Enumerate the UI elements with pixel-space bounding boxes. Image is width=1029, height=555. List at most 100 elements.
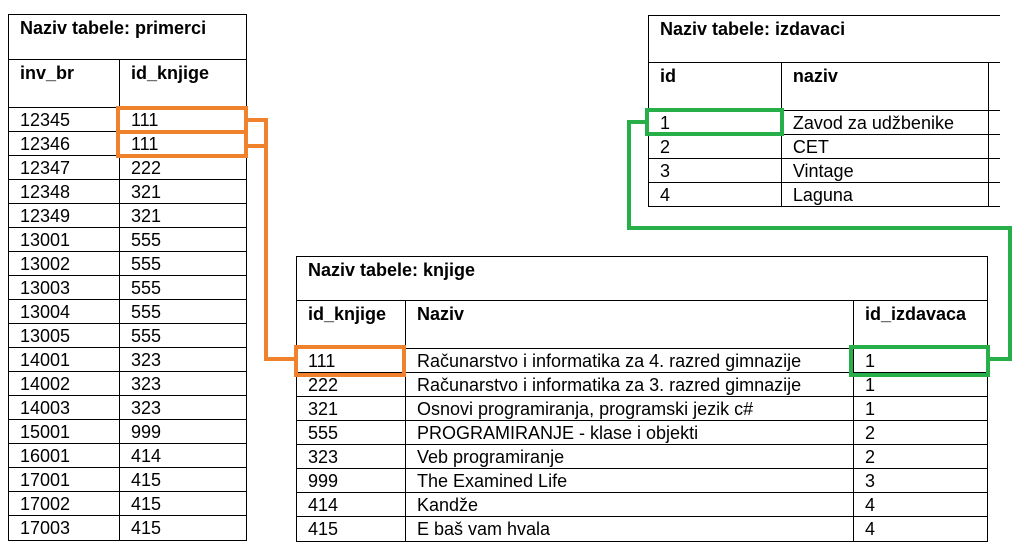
cell-id-izdavaca: 1 xyxy=(853,373,987,396)
cell-naziv: CET xyxy=(780,135,988,158)
cell-id-knjige: 999 xyxy=(308,470,339,491)
table-row: 14001 323 xyxy=(9,348,246,372)
column-header-naziv: Naziv xyxy=(405,301,853,348)
cell-id-knjige: 555 xyxy=(308,422,339,443)
cell-id-knjige: 111 xyxy=(119,132,246,155)
cell-id-izdavaca: 4 xyxy=(853,517,987,541)
cell-id-knjige: 415 xyxy=(308,519,339,539)
cell-id-izdavaca: 2 xyxy=(853,421,987,444)
table-row: 12345 111 xyxy=(9,108,246,132)
column-header-inv-br: inv_br xyxy=(20,63,75,83)
cell-id-izdavaca: 1 xyxy=(853,397,987,420)
cell-id-knjige: 414 xyxy=(308,494,339,515)
header-row: inv_br id_knjige xyxy=(9,60,246,108)
cell-inv-br: 12345 xyxy=(20,109,71,130)
cell-id-izdavaca: 1 xyxy=(853,349,987,372)
cell-id-knjige: 415 xyxy=(119,468,246,491)
column-header-id-knjige: id_knjige xyxy=(308,304,387,324)
cell-id-knjige: 323 xyxy=(119,348,246,371)
table-title: Naziv tabele: izdavaci xyxy=(649,16,1000,63)
column-header-naziv: naziv xyxy=(780,63,988,110)
cell-naziv: Laguna xyxy=(780,183,988,207)
cell-extra xyxy=(988,135,1000,158)
cell-id-knjige: 999 xyxy=(119,420,246,443)
cell-inv-br: 17001 xyxy=(20,469,71,490)
cell-id-knjige: 555 xyxy=(119,324,246,347)
cell-id-knjige: 321 xyxy=(119,180,246,203)
connector-primerci-to-knjige xyxy=(246,118,296,361)
cell-naziv: PROGRAMIRANJE - klase i objekti xyxy=(405,421,853,444)
cell-naziv: Veb programiranje xyxy=(405,445,853,468)
header-row: id_knjige Naziv id_izdavaca xyxy=(297,301,987,349)
cell-inv-br: 14003 xyxy=(20,397,71,418)
table-row: 13003 555 xyxy=(9,276,246,300)
cell-inv-br: 16001 xyxy=(20,445,71,466)
table-knjige: Naziv tabele: knjige id_knjige Naziv id_… xyxy=(296,256,988,542)
table-row: 15001 999 xyxy=(9,420,246,444)
cell-id-knjige: 414 xyxy=(119,444,246,467)
table-row: 4 Laguna xyxy=(649,183,1000,207)
cell-inv-br: 12347 xyxy=(20,157,71,178)
cell-inv-br: 12348 xyxy=(20,181,71,202)
cell-extra xyxy=(988,159,1000,182)
cell-inv-br: 12349 xyxy=(20,205,71,226)
cell-id-knjige: 222 xyxy=(308,374,339,395)
cell-id: 2 xyxy=(660,136,671,157)
cell-naziv: E baš vam hvala xyxy=(405,517,853,541)
cell-id-knjige: 323 xyxy=(119,372,246,395)
table-primerci: Naziv tabele: primerci inv_br id_knjige … xyxy=(8,14,247,541)
cell-id-knjige: 415 xyxy=(119,492,246,515)
cell-inv-br: 15001 xyxy=(20,421,71,442)
cell-id: 3 xyxy=(660,160,671,181)
table-row: 16001 414 xyxy=(9,444,246,468)
cell-id-izdavaca: 3 xyxy=(853,469,987,492)
column-header-id: id xyxy=(660,66,676,86)
cell-inv-br: 12346 xyxy=(20,133,71,154)
cell-naziv: The Examined Life xyxy=(405,469,853,492)
table-row: 13005 555 xyxy=(9,324,246,348)
table-row: 12346 111 xyxy=(9,132,246,156)
table-row: 13002 555 xyxy=(9,252,246,276)
cell-id-knjige: 415 xyxy=(119,516,246,540)
cell-inv-br: 13005 xyxy=(20,325,71,346)
header-row: id naziv xyxy=(649,63,1000,111)
table-row: 12348 321 xyxy=(9,180,246,204)
cell-naziv: Kandže xyxy=(405,493,853,516)
table-row: 2 CET xyxy=(649,135,1000,159)
cell-inv-br: 13003 xyxy=(20,277,71,298)
cell-inv-br: 14001 xyxy=(20,349,71,370)
table-title: Naziv tabele: primerci xyxy=(9,15,246,60)
cell-id-knjige: 111 xyxy=(119,108,246,131)
cell-id-knjige: 321 xyxy=(308,398,339,419)
table-row: 13001 555 xyxy=(9,228,246,252)
cell-id-knjige: 555 xyxy=(119,228,246,251)
column-header-id-izdavaca: id_izdavaca xyxy=(853,301,987,348)
cell-id-knjige: 555 xyxy=(119,300,246,323)
cell-id-izdavaca: 4 xyxy=(853,493,987,516)
cell-id-knjige: 323 xyxy=(119,396,246,419)
cell-naziv: Računarstvo i informatika za 4. razred g… xyxy=(405,349,853,372)
cell-inv-br: 13001 xyxy=(20,229,71,250)
cell-id-knjige: 555 xyxy=(119,276,246,299)
column-header-id-knjige: id_knjige xyxy=(119,60,246,107)
cell-id-knjige: 555 xyxy=(119,252,246,275)
cell-inv-br: 13002 xyxy=(20,253,71,274)
cell-id-knjige: 323 xyxy=(308,446,339,467)
column-header-extra xyxy=(988,63,1000,110)
cell-id: 4 xyxy=(660,185,671,205)
table-title: Naziv tabele: knjige xyxy=(297,257,987,301)
cell-inv-br: 17003 xyxy=(20,518,71,538)
